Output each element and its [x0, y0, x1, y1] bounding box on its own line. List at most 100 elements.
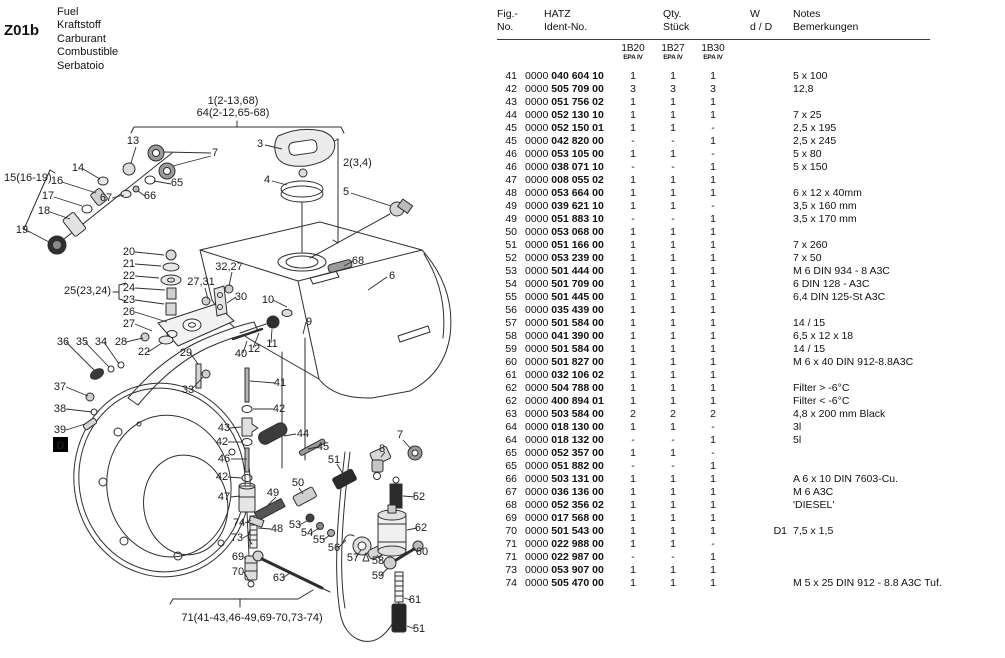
leader-line: [134, 311, 168, 323]
callout-42: 42: [273, 403, 285, 415]
leader-line: [249, 380, 276, 384]
callout-64(2-12,65-68): 64(2-12,65-68): [197, 107, 270, 119]
mounting-parts: [127, 249, 306, 469]
d-marker: D: [53, 437, 68, 452]
callout-63: 63: [273, 572, 285, 584]
leader-line: [130, 146, 137, 164]
leader-line: [257, 527, 272, 530]
callout-55: 55: [313, 534, 325, 546]
callout-12: 12: [248, 343, 260, 355]
leader-line: [307, 446, 318, 450]
callout-10: 10: [262, 294, 274, 306]
leader-line: [272, 299, 288, 308]
callout-74: 74: [233, 517, 245, 529]
svg-text:D: D: [57, 440, 65, 452]
callout-37: 37: [54, 381, 66, 393]
leader-line: [226, 296, 237, 304]
callout-26: 26: [123, 306, 135, 318]
leader-line: [283, 433, 297, 437]
callout-57: 57: [347, 552, 359, 564]
leader-line: [244, 519, 252, 524]
callout-29: 29: [180, 347, 192, 359]
header-rule: [497, 39, 930, 40]
pump-parts: [238, 367, 388, 593]
callout-7: 7: [397, 429, 403, 441]
callout-4: 4: [264, 174, 270, 186]
callout-50: 50: [292, 477, 304, 489]
leader-line: [242, 533, 251, 539]
callout-6: 6: [389, 270, 395, 282]
callout-68: 68: [352, 255, 364, 267]
callout-38: 38: [54, 403, 66, 415]
callout-53: 53: [289, 519, 301, 531]
language-label: Carburant: [57, 32, 106, 45]
col-header-qty: Qty.Stück: [663, 8, 690, 33]
callout-15(16-19): 15(16-19): [4, 172, 52, 184]
callout-36: 36: [57, 336, 69, 348]
leader-line: [137, 190, 146, 197]
callout-8: 8: [379, 443, 385, 455]
callout-17: 17: [42, 190, 54, 202]
callout-24: 24: [123, 282, 135, 294]
callout-46: 46: [218, 453, 230, 465]
callout-7: 7: [212, 147, 218, 159]
callout-27: 27: [123, 318, 135, 330]
leader-line: [65, 386, 89, 397]
leader-line: [134, 299, 165, 305]
leader-line: [134, 251, 165, 256]
callout-51: 51: [413, 623, 425, 635]
callout-42: 42: [216, 436, 228, 448]
fuel-cap: [274, 128, 336, 253]
leader-line: [380, 567, 389, 576]
leader-line: [243, 571, 250, 582]
callout-42: 42: [216, 471, 228, 483]
callout-43: 43: [218, 422, 230, 434]
leader-line: [153, 180, 172, 185]
callout-39: 39: [54, 424, 66, 436]
callout-22: 22: [138, 346, 150, 358]
leader-line: [49, 211, 71, 220]
leader-line: [84, 341, 110, 368]
leader-line: [310, 527, 320, 534]
language-label: Serbatoio: [57, 59, 105, 72]
callout-54: 54: [301, 527, 313, 539]
leader-line: [298, 487, 304, 495]
leader-line: [343, 260, 354, 267]
leader-line: [103, 341, 120, 365]
callout-20: 20: [123, 246, 135, 258]
leader-line: [337, 539, 347, 549]
callout-48: 48: [271, 523, 283, 535]
leader-line: [412, 548, 419, 553]
fuel-tap-parts: [47, 144, 176, 255]
leader-line: [302, 321, 307, 335]
callout-65: 65: [171, 177, 183, 189]
leader-line: [204, 287, 209, 300]
callout-16: 16: [51, 175, 63, 187]
leader-line: [252, 332, 260, 349]
callout-33: 33: [182, 384, 194, 396]
fuel-filter-parts: [336, 445, 424, 642]
leader-line: [402, 495, 416, 498]
leader-line: [163, 151, 212, 154]
callout-13: 13: [127, 135, 139, 147]
callout-71(41-43,46-49,69-70,73-74): 71(41-43,46-49,69-70,73-74): [181, 612, 322, 624]
callout-41: 41: [274, 377, 286, 389]
leader-line: [406, 527, 418, 531]
leader-line: [230, 495, 241, 498]
